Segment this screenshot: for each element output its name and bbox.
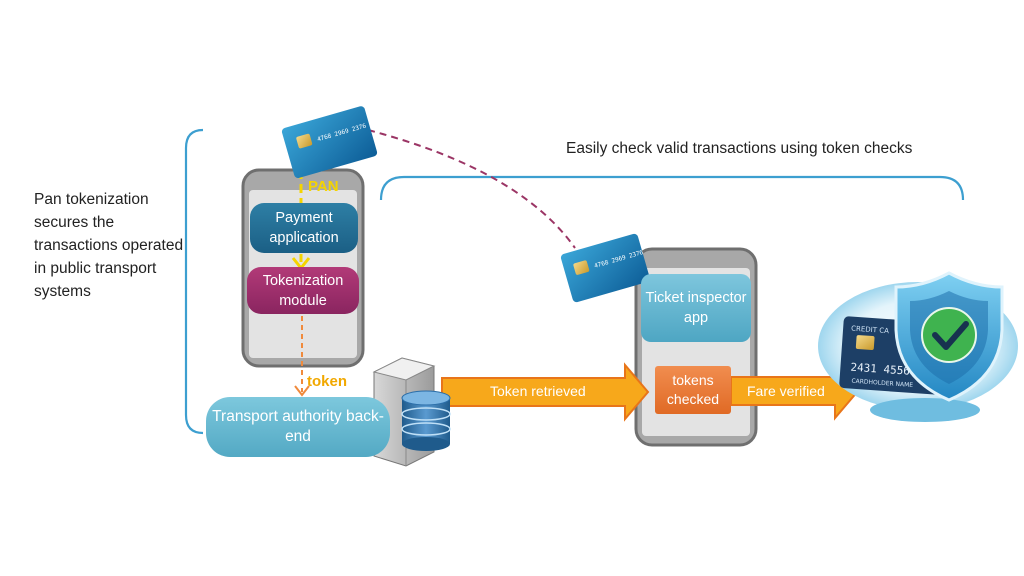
credit-card-icon: 4768 2969 2376 <box>281 106 378 179</box>
database-icon <box>401 390 451 451</box>
top-caption: Easily check valid transactions using to… <box>566 140 913 157</box>
top-bracket <box>379 175 965 201</box>
tokens-checked-box: tokens checked <box>655 366 731 414</box>
svg-text:2431 4556: 2431 4556 <box>850 361 910 378</box>
svg-text:CREDIT CA: CREDIT CA <box>851 325 889 336</box>
shield-check-icon: CREDIT CA 2431 4556 CARDHOLDER NAME <box>818 271 1018 422</box>
svg-text:CARDHOLDER NAME: CARDHOLDER NAME <box>851 378 913 389</box>
dashed-card-link <box>367 129 576 249</box>
token-retrieved-arrow-shape <box>441 362 650 422</box>
token-retrieved-label: Token retrieved <box>490 383 586 399</box>
payment-application-box: Payment application <box>250 203 358 253</box>
side-caption: Pan tokenization secures the transaction… <box>34 191 184 300</box>
left-bracket <box>184 128 204 435</box>
pan-label: PAN <box>308 178 339 195</box>
transport-authority-backend-box: Transport authority back-end <box>206 397 390 457</box>
tokenization-module-box: Tokenization module <box>247 267 359 314</box>
fare-verified-label: Fare verified <box>747 383 825 399</box>
token-arrowhead <box>294 385 310 397</box>
ticket-inspector-app-box: Ticket inspector app <box>641 274 751 342</box>
credit-card-icon: 4768 2969 2376 <box>560 233 650 303</box>
token-label: token <box>307 373 348 390</box>
